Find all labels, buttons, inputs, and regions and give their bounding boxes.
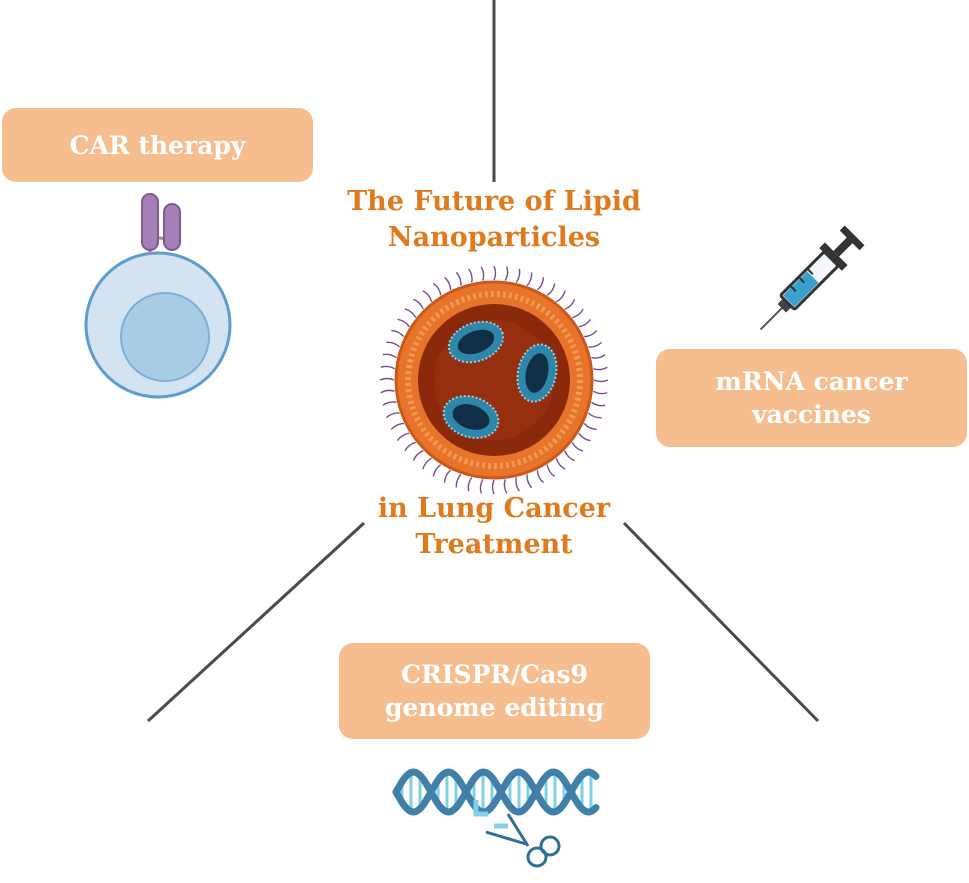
connector-lower-right [622, 521, 820, 723]
syringe-icon [759, 225, 865, 331]
rna-cluster-1 [447, 320, 505, 364]
connector-lower-left [146, 521, 366, 723]
crispr-line2: genome editing [385, 693, 604, 722]
car-therapy-box: CAR therapy [2, 108, 313, 182]
central-title-bottom: in Lung Cancer Treatment [294, 491, 694, 563]
rna-cluster-2 [516, 343, 558, 403]
lipid-nanoparticle-icon [379, 265, 609, 495]
crispr-box: CRISPR/Cas9 genome editing [339, 643, 650, 739]
dna-scissors-icon [392, 768, 600, 868]
mrna-line1: mRNA cancer [715, 367, 908, 396]
rna-cluster-3 [442, 395, 500, 439]
title-line1: The Future of Lipid [347, 186, 641, 217]
car-therapy-label: CAR therapy [69, 130, 246, 160]
peg-chains [379, 265, 609, 495]
title-line4: Treatment [415, 529, 573, 560]
scissors [485, 813, 561, 868]
title-line2: Nanoparticles [387, 222, 601, 253]
mrna-vaccines-box: mRNA cancer vaccines [656, 349, 967, 447]
title-line3: in Lung Cancer [377, 493, 611, 524]
car-t-cell-icon [84, 193, 232, 399]
crispr-line1: CRISPR/Cas9 [401, 660, 588, 689]
central-title-top: The Future of Lipid Nanoparticles [294, 184, 694, 256]
mrna-line2: vaccines [752, 400, 871, 429]
